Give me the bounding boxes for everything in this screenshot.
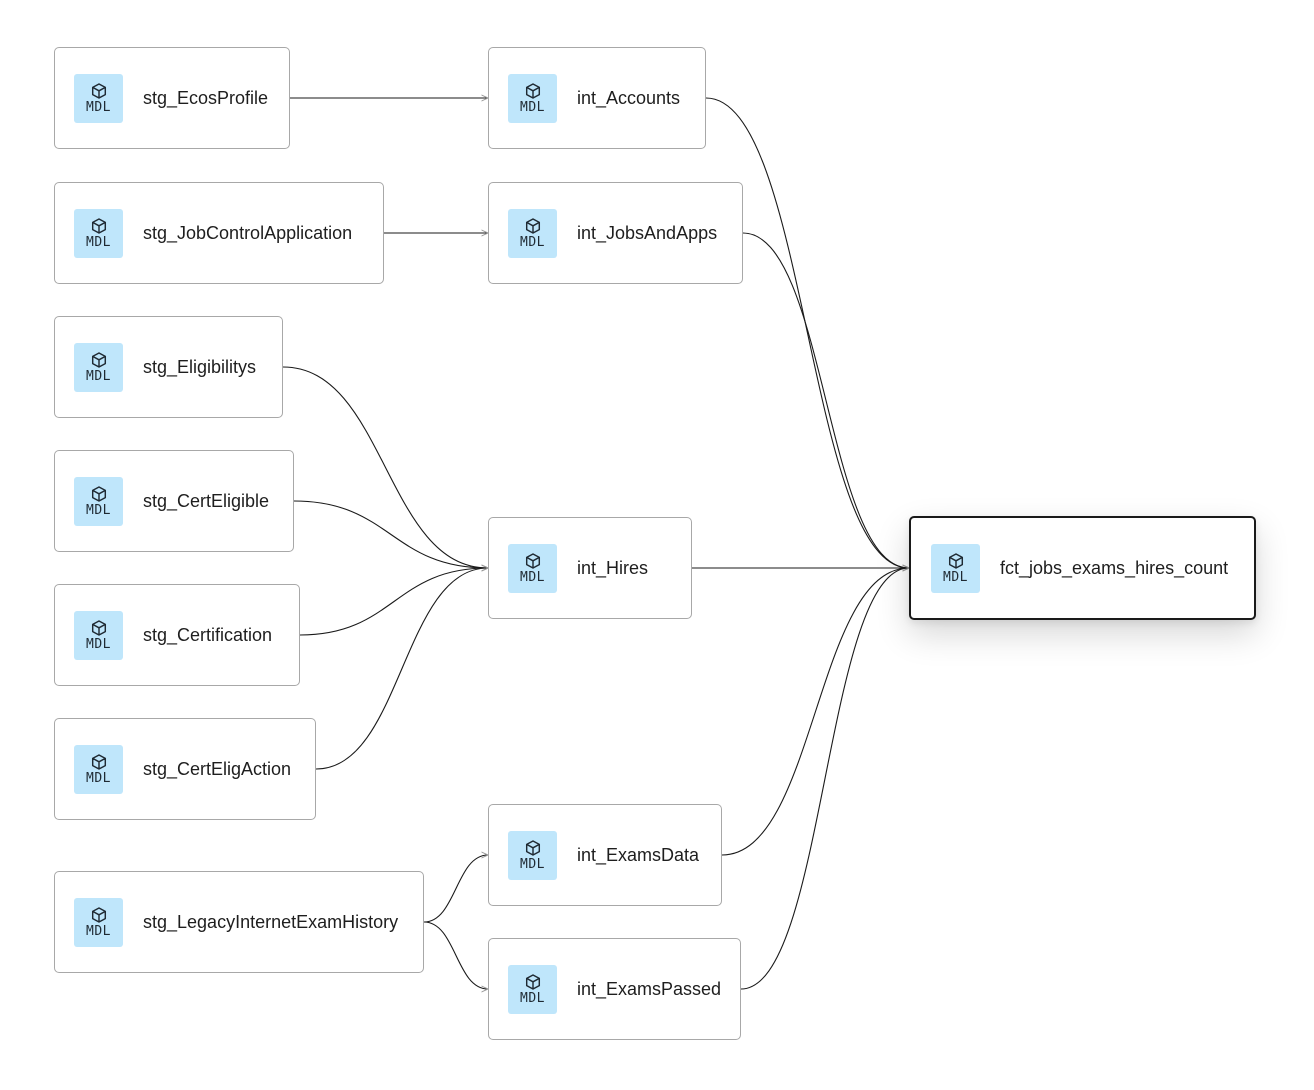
model-badge-text: MDL: [86, 234, 111, 250]
cube-icon: [91, 217, 106, 234]
cube-icon: [525, 82, 540, 99]
model-badge: MDL: [508, 73, 557, 123]
model-badge: MDL: [508, 830, 557, 880]
node-label: stg_CertEligAction: [143, 758, 292, 779]
model-badge: MDL: [74, 476, 123, 526]
model-badge-text: MDL: [943, 569, 968, 585]
node-int-examsdata[interactable]: MDL int_ExamsData: [488, 804, 722, 906]
cube-icon: [525, 217, 540, 234]
node-label: fct_jobs_exams_hires_count: [1000, 557, 1229, 578]
model-badge-text: MDL: [86, 923, 111, 939]
cube-icon: [948, 552, 963, 569]
node-stg-ecosprofile[interactable]: MDL stg_EcosProfile: [54, 47, 290, 149]
edge-int_ExamsPassed-to-fct_jobs_exams_hires_count: [740, 568, 909, 990]
model-badge: MDL: [74, 744, 123, 794]
edge-stg_LegacyInternetExamHistory-to-int_ExamsData: [423, 855, 488, 923]
node-stg-certification[interactable]: MDL stg_Certification: [54, 584, 300, 686]
model-badge-text: MDL: [520, 569, 545, 585]
node-label: stg_Eligibilitys: [143, 356, 257, 377]
edge-stg_Certification-to-int_Hires: [299, 568, 488, 636]
model-badge-text: MDL: [520, 99, 545, 115]
edge-stg_LegacyInternetExamHistory-to-int_ExamsPassed: [423, 921, 488, 989]
node-int-jobsandapps[interactable]: MDL int_JobsAndApps: [488, 182, 743, 284]
edge-int_ExamsData-to-fct_jobs_exams_hires_count: [721, 568, 909, 856]
node-int-accounts[interactable]: MDL int_Accounts: [488, 47, 706, 149]
edge-int_JobsAndApps-to-fct_jobs_exams_hires_count: [742, 232, 909, 568]
cube-icon: [525, 552, 540, 569]
node-label: stg_Certification: [143, 624, 273, 645]
node-int-hires[interactable]: MDL int_Hires: [488, 517, 692, 619]
node-label: stg_LegacyInternetExamHistory: [143, 911, 399, 932]
cube-icon: [91, 485, 106, 502]
cube-icon: [91, 619, 106, 636]
model-badge-text: MDL: [520, 856, 545, 872]
node-label: int_ExamsData: [577, 844, 700, 865]
cube-icon: [91, 753, 106, 770]
node-label: int_Hires: [577, 557, 649, 578]
model-badge-text: MDL: [520, 990, 545, 1006]
node-stg-legacyinternetexamhistory[interactable]: MDL stg_LegacyInternetExamHistory: [54, 871, 424, 973]
model-badge-text: MDL: [86, 368, 111, 384]
cube-icon: [525, 839, 540, 856]
model-badge: MDL: [74, 897, 123, 947]
node-fct-jobs-exams-hires-count[interactable]: MDL fct_jobs_exams_hires_count: [909, 516, 1256, 620]
cube-icon: [91, 906, 106, 923]
node-label: stg_EcosProfile: [143, 87, 269, 108]
edge-int_Accounts-to-fct_jobs_exams_hires_count: [705, 97, 909, 568]
model-badge: MDL: [74, 73, 123, 123]
model-badge-text: MDL: [520, 234, 545, 250]
cube-icon: [91, 351, 106, 368]
node-stg-eligibilitys[interactable]: MDL stg_Eligibilitys: [54, 316, 283, 418]
model-badge: MDL: [74, 610, 123, 660]
model-badge: MDL: [508, 208, 557, 258]
edge-stg_CertEligAction-to-int_Hires: [315, 568, 488, 770]
node-label: stg_JobControlApplication: [143, 222, 353, 243]
model-badge-text: MDL: [86, 99, 111, 115]
model-badge: MDL: [508, 543, 557, 593]
model-badge: MDL: [508, 964, 557, 1014]
node-stg-jobcontrolapplication[interactable]: MDL stg_JobControlApplication: [54, 182, 384, 284]
model-badge-text: MDL: [86, 636, 111, 652]
model-badge-text: MDL: [86, 770, 111, 786]
node-int-examspassed[interactable]: MDL int_ExamsPassed: [488, 938, 741, 1040]
node-label: int_ExamsPassed: [577, 978, 722, 999]
node-label: int_Accounts: [577, 87, 681, 108]
model-badge-text: MDL: [86, 502, 111, 518]
model-badge: MDL: [74, 342, 123, 392]
node-stg-certeligible[interactable]: MDL stg_CertEligible: [54, 450, 294, 552]
model-badge: MDL: [931, 543, 980, 593]
node-label: stg_CertEligible: [143, 490, 270, 511]
edge-stg_CertEligible-to-int_Hires: [293, 500, 488, 568]
model-badge: MDL: [74, 208, 123, 258]
cube-icon: [91, 82, 106, 99]
node-stg-certeligaction[interactable]: MDL stg_CertEligAction: [54, 718, 316, 820]
node-label: int_JobsAndApps: [577, 222, 718, 243]
cube-icon: [525, 973, 540, 990]
edge-stg_Eligibilitys-to-int_Hires: [282, 366, 488, 568]
